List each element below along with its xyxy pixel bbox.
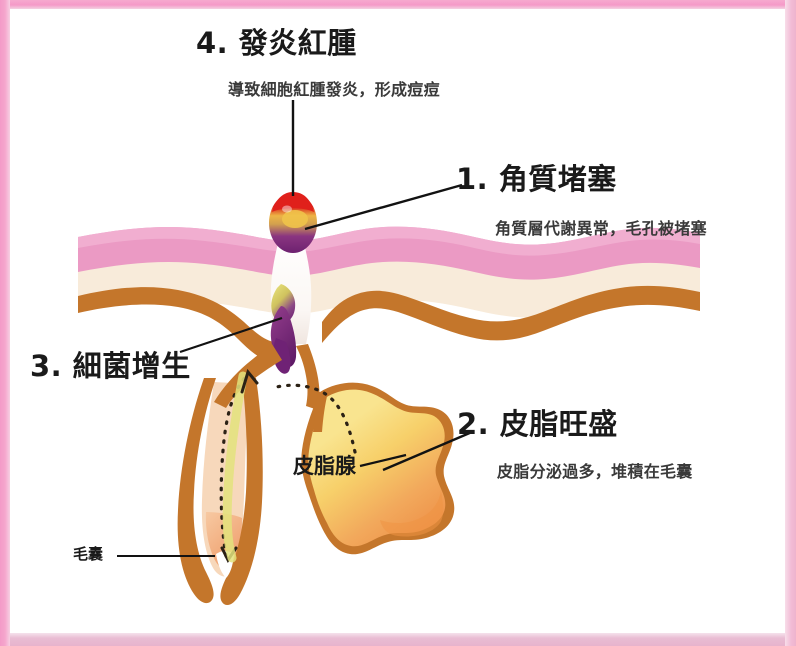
sebum-arrowhead: [240, 368, 259, 394]
sebum-flow-arrows: [219, 368, 357, 563]
follicle-wall-left: [177, 378, 216, 604]
leader-line-step3: [179, 316, 283, 354]
gland-body: [308, 389, 446, 547]
sebaceous-gland-label: 皮脂腺: [293, 454, 356, 478]
follicle-shaft-dotted-path: [219, 372, 250, 558]
leader-line-step2: [382, 430, 473, 472]
sebum-stream: [222, 371, 248, 563]
step-2-title: 2. 皮脂旺盛: [457, 407, 618, 441]
follicle-neck-right: [296, 344, 320, 410]
gland-shadow: [380, 490, 444, 537]
leader-line-gland: [359, 453, 407, 468]
dermal-brown-band: [78, 287, 274, 362]
step-2-subtitle: 皮脂分泌過多，堆積在毛囊: [497, 462, 693, 481]
pimple-highlight: [282, 205, 292, 213]
pimple-red-cap: [272, 192, 314, 212]
leader-line-step1: [304, 183, 463, 231]
step-3-title: 3. 細菌增生: [30, 349, 191, 383]
step-1-title: 1. 角質堵塞: [456, 162, 617, 196]
pimple-yellow-core: [282, 210, 308, 228]
step-1-subtitle: 角質層代謝異常，毛孔被堵塞: [495, 219, 707, 238]
hair-follicle-label: 毛囊: [73, 545, 104, 563]
skin-layers: [78, 226, 700, 362]
follicle-wall-right: [220, 378, 263, 606]
gland-to-follicle-dotted-arc: [270, 383, 357, 454]
sebaceous-gland: [301, 382, 455, 555]
pimple-head: [269, 192, 317, 253]
step-4-subtitle: 導致細胞紅腫發炎，形成痘痘: [228, 80, 440, 99]
bacteria-colony-tail: [273, 338, 291, 374]
leader-lines: [117, 100, 473, 557]
dermal-brown-band-right: [322, 285, 700, 343]
gland-duct: [313, 392, 328, 432]
step-4-title: 4. 發炎紅腫: [196, 26, 357, 60]
dermis-layer: [78, 261, 700, 318]
pore-contents: [270, 284, 297, 374]
epidermis-highlight: [78, 226, 700, 256]
